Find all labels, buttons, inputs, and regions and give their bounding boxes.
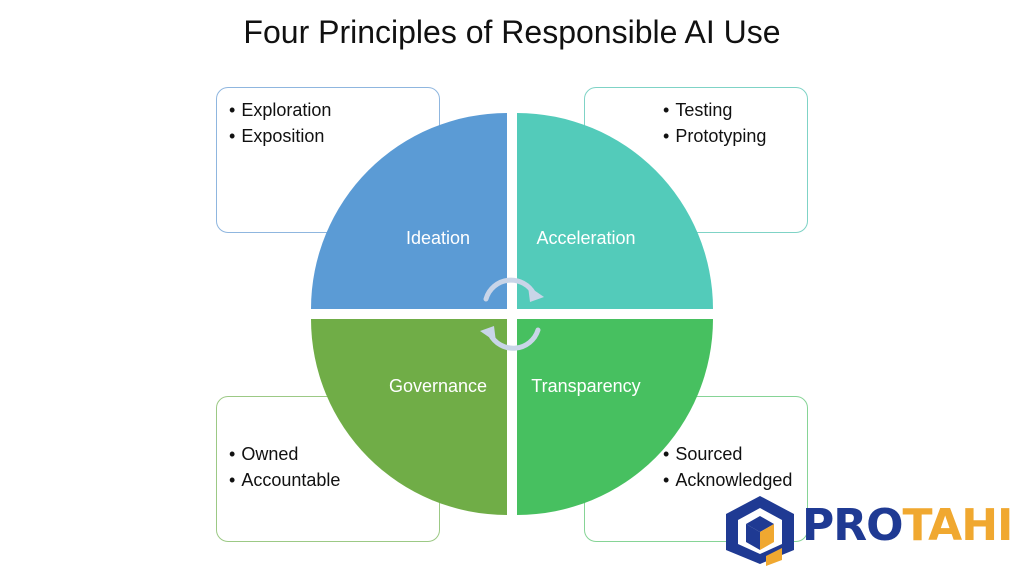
list-item: Exploration [229, 97, 331, 123]
page-title: Four Principles of Responsible AI Use [243, 14, 781, 50]
transparency-bullet-list: Sourced Acknowledged [663, 441, 792, 493]
ideation-quadrant [311, 113, 507, 309]
acceleration-bullet-list: Testing Prototyping [663, 97, 766, 149]
governance-quadrant [311, 319, 507, 515]
list-item: Exposition [229, 123, 331, 149]
protahi-logo-icon [726, 496, 794, 566]
list-item: Accountable [229, 467, 340, 493]
protahi-logo-text: PROTAHI [802, 500, 1013, 551]
acceleration-quadrant [517, 113, 713, 309]
protahi-logo: PROTAHI [722, 494, 1022, 566]
list-item: Testing [663, 97, 766, 123]
list-item: Sourced [663, 441, 792, 467]
list-item: Acknowledged [663, 467, 792, 493]
acceleration-label: Acceleration [536, 228, 636, 248]
list-item: Prototyping [663, 123, 766, 149]
ideation-label: Ideation [405, 228, 471, 248]
governance-label: Governance [388, 376, 488, 396]
governance-bullet-list: Owned Accountable [229, 441, 340, 493]
ideation-bullet-list: Exploration Exposition [229, 97, 331, 149]
transparency-label: Transparency [531, 376, 641, 396]
cycle-arrows-icon [480, 277, 544, 351]
list-item: Owned [229, 441, 340, 467]
transparency-quadrant [517, 319, 713, 515]
